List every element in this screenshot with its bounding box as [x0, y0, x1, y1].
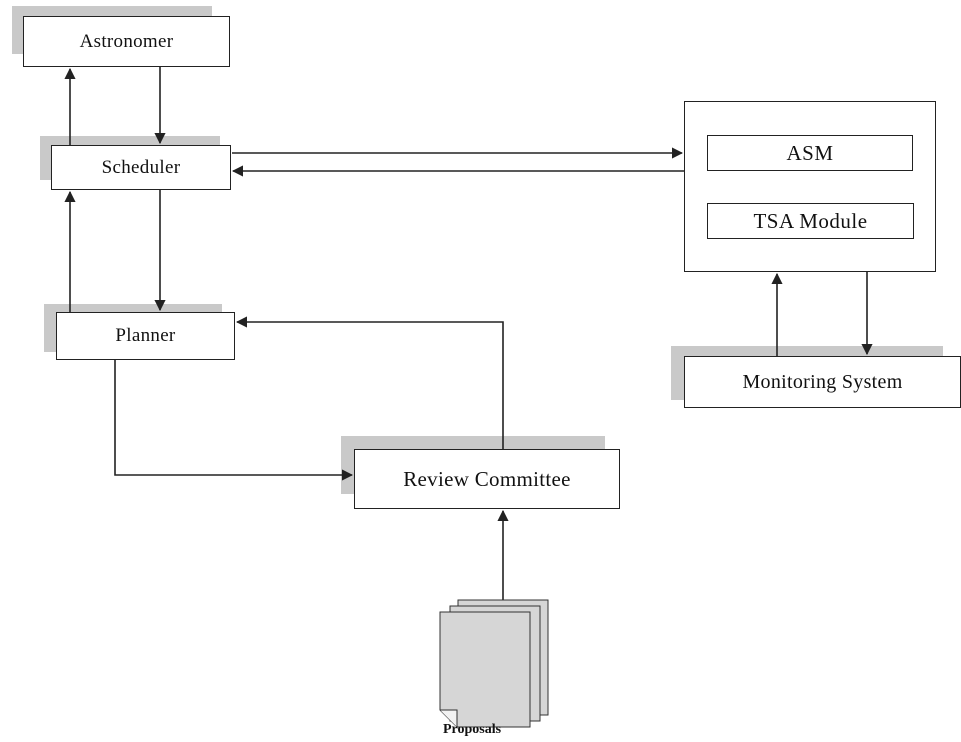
astronomer-node: Astronomer [23, 16, 230, 67]
document-stack-icon [439, 599, 549, 728]
astronomer-label: Astronomer [79, 30, 174, 52]
arrow-review-committee-to-planner [235, 316, 504, 449]
monitoring-system-node: Monitoring System [684, 356, 961, 408]
arrow-planner-to-review-committee [114, 360, 354, 481]
planner-node: Planner [56, 312, 235, 360]
monitoring-system-label: Monitoring System [742, 370, 903, 393]
asm-node: ASM [707, 135, 913, 171]
asm-label: ASM [786, 140, 834, 165]
asm-tsa-container [684, 101, 936, 272]
planner-label: Planner [115, 325, 176, 346]
tsa-module-node: TSA Module [707, 203, 914, 239]
review-committee-label: Review Committee [403, 466, 571, 491]
tsa-module-label: TSA Module [753, 208, 868, 233]
scheduler-node: Scheduler [51, 145, 231, 190]
review-committee-node: Review Committee [354, 449, 620, 509]
scheduler-label: Scheduler [101, 156, 181, 178]
proposals-label: Proposals [443, 722, 502, 737]
